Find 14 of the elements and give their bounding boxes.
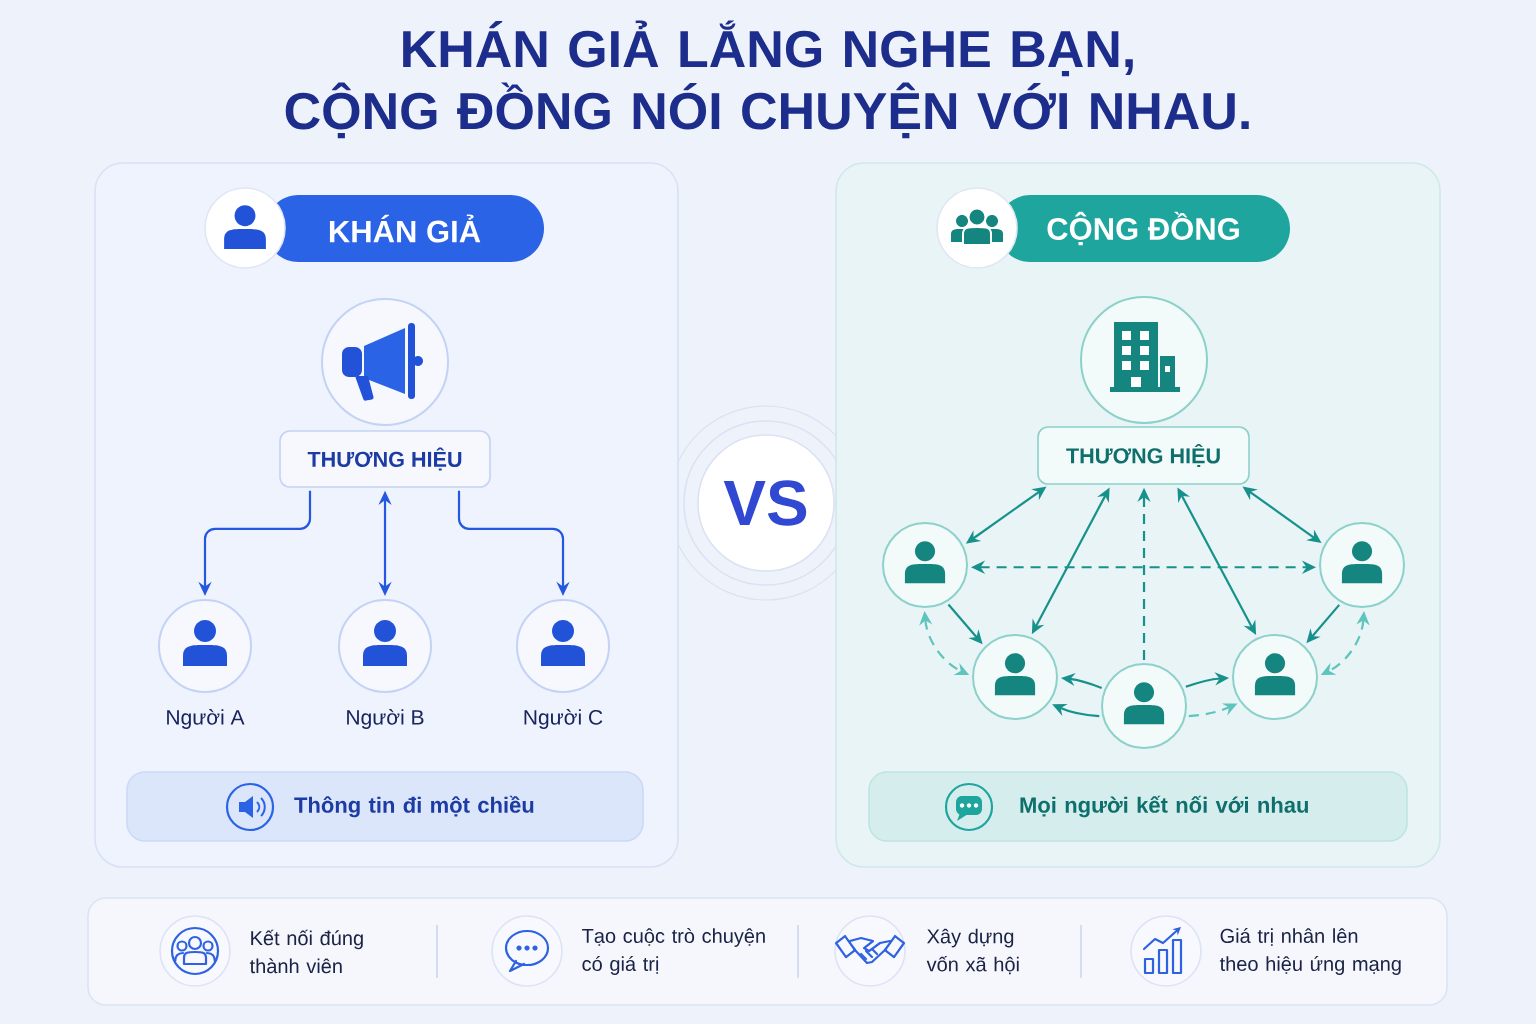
label-box: THƯƠNG HIỆU bbox=[279, 430, 491, 488]
label-box: THƯƠNG HIỆU bbox=[1037, 426, 1250, 485]
feature-text: Giá trị nhân lên theo hiệu ứng mạng bbox=[1219, 928, 1401, 975]
header-pill: CỘNG ĐỒNG bbox=[997, 195, 1290, 262]
person-name: Người A bbox=[167, 709, 245, 729]
person-name: Người C bbox=[524, 709, 603, 729]
feature-text: Kết nối đúng thành viên bbox=[249, 929, 363, 974]
header-pill: KHÁN GIẢ bbox=[265, 195, 544, 262]
feature-text: Xây dựng vốn xã hội bbox=[926, 928, 1019, 975]
banner: Thông tin đi một chiều bbox=[126, 771, 644, 842]
banner: Mọi người kết nối với nhau bbox=[868, 771, 1408, 842]
person-name: Người B bbox=[347, 709, 424, 729]
title: KHÁN GIẢ LẮNG NGHE BẠN, CỘNG ĐỒNG NÓI CHUYỆN VỚI NHAU. bbox=[285, 20, 1249, 139]
feature-text: Tạo cuộc trò chuyện có giá trị bbox=[582, 928, 765, 975]
